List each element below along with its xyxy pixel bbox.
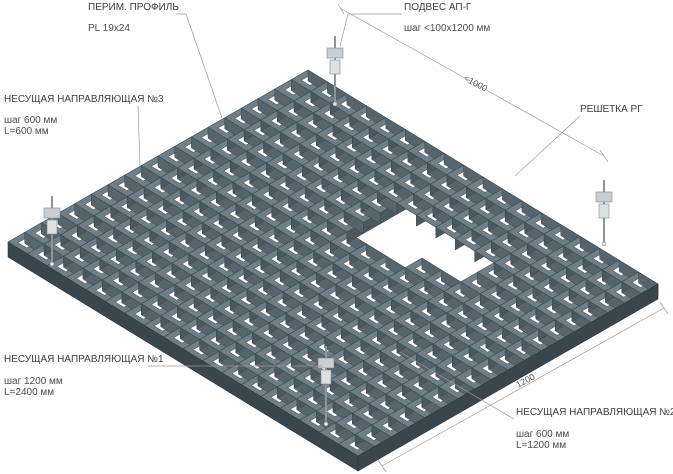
grid-cell — [582, 247, 620, 282]
dimension-tick-top-right — [599, 149, 609, 163]
hanger-top — [326, 36, 344, 107]
dimension-line-top — [339, 7, 605, 157]
hanger-hook — [332, 101, 338, 107]
perimeter-profile-title: ПЕРИМ. ПРОФИЛЬ — [88, 2, 179, 13]
rail2-step: шаг 600 мм — [516, 429, 570, 440]
hanger-sub: шаг <100x1200 мм — [404, 23, 491, 34]
dimension-line-bottom — [381, 307, 665, 467]
hanger-clip — [43, 207, 61, 219]
grid-title: РЕШЕТКА РГ — [580, 104, 643, 115]
leader-perimeter — [176, 13, 223, 119]
hanger-spring — [46, 219, 58, 235]
dimension-top-label: <1000 — [462, 73, 489, 94]
leader-lines — [137, 13, 581, 420]
hanger-hook — [323, 421, 329, 427]
carrier-rail-front — [357, 283, 659, 472]
rail1-title: НЕСУЩАЯ НАПРАВЛЯЮЩАЯ №1 — [4, 354, 164, 365]
leader-rail2 — [399, 351, 515, 420]
rail1-step: шаг 1200 мм — [4, 376, 63, 387]
grid-panels — [7, 69, 659, 468]
hanger-spring — [598, 203, 610, 219]
hanger-hook — [49, 261, 55, 267]
rail2-length: L=1200 мм — [516, 440, 567, 451]
hanger-left — [43, 196, 61, 267]
hanger-spring — [329, 59, 341, 75]
perimeter-profile-sub: PL 19x24 — [88, 23, 130, 34]
hanger-bottom — [317, 346, 335, 427]
rail3-title: НЕСУЩАЯ НАПРАВЛЯЮЩАЯ №3 — [4, 94, 164, 105]
rail3-step: шаг 600 мм — [4, 115, 58, 126]
hanger-clip — [595, 191, 613, 203]
rail2-title: НЕСУЩАЯ НАПРАВЛЯЮЩАЯ №2 — [516, 407, 673, 418]
hangers — [43, 36, 613, 427]
hanger-title: ПОДВЕС АП-Г — [404, 2, 472, 13]
dimension-tick-bottom-right — [659, 301, 669, 315]
carrier-rails — [7, 241, 659, 472]
hanger-right — [595, 180, 613, 247]
leader-hanger — [339, 13, 402, 47]
dimension-tick-top-left — [337, 3, 345, 15]
rail1-length: L=2400 мм — [4, 387, 55, 398]
hanger-spring — [320, 369, 332, 385]
rail3-length: L=600 мм — [4, 126, 49, 137]
leader-grid — [514, 115, 581, 177]
hanger-hook — [601, 241, 607, 247]
dimension-tick-bottom-left — [377, 459, 387, 473]
leader-rail3 — [137, 105, 141, 167]
hanger-clip — [326, 47, 344, 59]
hanger-clip — [317, 357, 335, 369]
